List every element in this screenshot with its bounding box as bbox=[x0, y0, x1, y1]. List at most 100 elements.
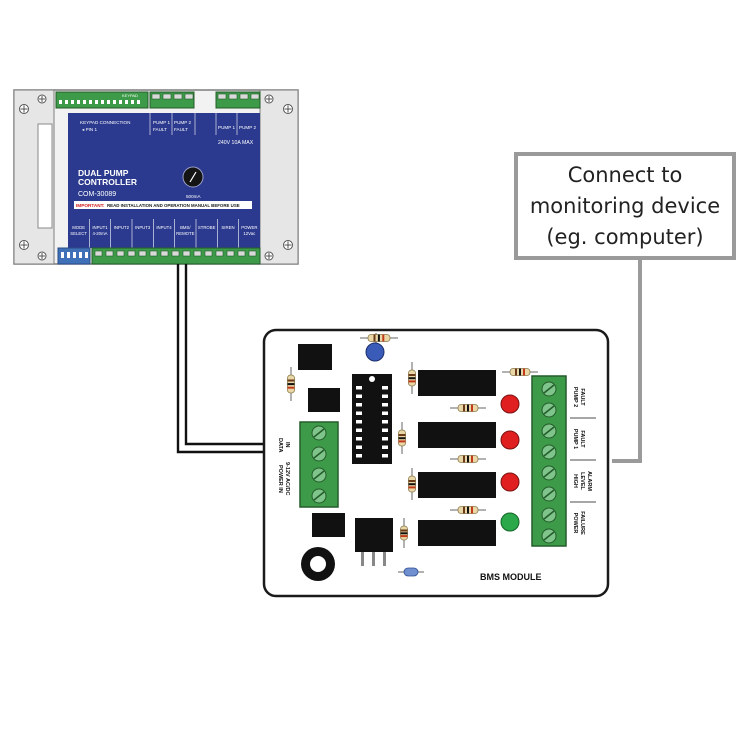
terminal-label: 4-20mA bbox=[92, 231, 107, 236]
resistor-icon bbox=[400, 518, 408, 548]
callout-line1: Connect to bbox=[567, 162, 683, 187]
pump-terminal-block-top bbox=[215, 91, 261, 109]
terminal-screw bbox=[171, 250, 180, 257]
controller-title-line2: CONTROLLER bbox=[78, 177, 137, 187]
chip-pin bbox=[356, 420, 362, 424]
chip-pin bbox=[382, 437, 388, 441]
terminal-screw-icon bbox=[311, 425, 327, 441]
bms-board-outline bbox=[262, 328, 610, 598]
terminal-label: INPUT2 bbox=[114, 225, 130, 230]
terminal-label: POWER bbox=[241, 225, 257, 230]
terminal-label: SIREN bbox=[221, 225, 234, 230]
relay bbox=[418, 520, 496, 546]
important-label: IMPORTANT: bbox=[76, 203, 105, 208]
controller-label-row bbox=[68, 219, 260, 248]
terminal-screw-icon bbox=[541, 381, 557, 397]
chip-pin bbox=[356, 411, 362, 415]
fuse-icon bbox=[182, 166, 204, 188]
relay bbox=[418, 472, 496, 498]
output-label: HIGH bbox=[572, 474, 578, 488]
data-cable bbox=[176, 264, 288, 454]
microcontroller-chip bbox=[352, 374, 392, 464]
pump2-label: PUMP 2 bbox=[239, 125, 256, 130]
terminal-screw-icon bbox=[311, 467, 327, 483]
terminal-screw-icon bbox=[311, 488, 327, 504]
terminal-screw-icon bbox=[541, 528, 557, 544]
bms-module-label: BMS MODULE bbox=[480, 572, 542, 582]
buzzer-icon bbox=[301, 547, 335, 581]
important-text: READ INSTALLATION AND OPERATION MANUAL B… bbox=[107, 203, 240, 208]
voltage-regulator bbox=[355, 518, 393, 566]
pump1-fault-label-b: FAULT bbox=[153, 127, 167, 132]
terminal-label: STROBE bbox=[198, 225, 216, 230]
keypad-header-pins bbox=[59, 100, 140, 104]
bms-input-screws bbox=[311, 425, 327, 504]
output-label: FAILURE bbox=[579, 511, 585, 535]
resistor-icon bbox=[408, 362, 416, 394]
terminal-label: 12Vac bbox=[243, 231, 256, 236]
output-label: FAULT bbox=[579, 430, 585, 448]
terminal-screw bbox=[94, 250, 103, 257]
pump2-fault-label-a: PUMP 2 bbox=[174, 120, 191, 125]
terminal-screw-icon bbox=[541, 402, 557, 418]
led-power-failure bbox=[500, 512, 520, 532]
rating-label: 240V 10A MAX bbox=[218, 140, 254, 146]
pump1-fault-label-a: PUMP 1 bbox=[153, 120, 170, 125]
led-pump1-fault bbox=[500, 430, 520, 450]
dip-switch-levers bbox=[61, 252, 88, 258]
pump1-label: PUMP 1 bbox=[218, 125, 235, 130]
terminal-screw bbox=[105, 250, 114, 257]
chip-pin bbox=[382, 420, 388, 424]
resistor-icon bbox=[450, 404, 486, 412]
terminal-screw-icon bbox=[541, 507, 557, 523]
terminal-screw bbox=[204, 250, 213, 257]
terminal-screw-icon bbox=[541, 444, 557, 460]
chip-pin bbox=[356, 428, 362, 432]
terminal-screws-bottom bbox=[94, 250, 257, 257]
bms-ic-2 bbox=[308, 388, 340, 412]
warning-strip bbox=[74, 201, 252, 209]
pump2-fault-label-b: FAULT bbox=[174, 127, 188, 132]
chip-pin bbox=[356, 437, 362, 441]
terminal-screw-icon bbox=[311, 446, 327, 462]
bms-ic-3 bbox=[312, 513, 345, 537]
chip-pin bbox=[356, 454, 362, 458]
chip-pin bbox=[382, 445, 388, 449]
controller-model: COM-30089 bbox=[78, 191, 116, 198]
terminal-screw bbox=[193, 250, 202, 257]
terminal-screw bbox=[138, 250, 147, 257]
terminal-screw bbox=[237, 250, 246, 257]
output-label: LEVEL bbox=[579, 472, 585, 490]
input-label-data-b: IN bbox=[284, 442, 290, 448]
output-label: PUMP 2 bbox=[572, 387, 578, 407]
relay bbox=[418, 370, 496, 396]
chip-pin bbox=[356, 403, 362, 407]
controller-title-line1: DUAL PUMP bbox=[78, 168, 129, 178]
fuse-rating: 500mA bbox=[186, 194, 201, 199]
terminal-screws-top bbox=[151, 93, 260, 100]
input-label-power-a: POWER IN bbox=[277, 465, 283, 493]
inductor-icon bbox=[398, 567, 424, 577]
keypad-connection-label: KEYPAD CONNECTION bbox=[80, 120, 130, 125]
keypad-header-label: KEYPAD bbox=[122, 93, 138, 98]
relays bbox=[418, 370, 496, 546]
resistor-icon bbox=[450, 506, 486, 514]
led-high-level-alarm bbox=[500, 472, 520, 492]
input-label-data-a: DATA bbox=[277, 438, 283, 452]
terminal-label: INPUT3 bbox=[135, 225, 151, 230]
dual-pump-controller: KEYPAD KEYPAD CONNECTION ◂ PIN 1 PUMP 1 … bbox=[13, 89, 299, 265]
terminal-label: SELECT bbox=[70, 231, 87, 236]
terminal-screw bbox=[182, 250, 191, 257]
status-leds bbox=[500, 394, 520, 532]
chip-pin bbox=[382, 454, 388, 458]
terminal-screw bbox=[248, 250, 257, 257]
mounting-screw-icon bbox=[19, 94, 293, 261]
terminal-screw bbox=[127, 250, 136, 257]
terminal-screw bbox=[160, 250, 169, 257]
monitoring-cable bbox=[612, 260, 642, 463]
callout-line2: monitoring device bbox=[529, 193, 721, 218]
